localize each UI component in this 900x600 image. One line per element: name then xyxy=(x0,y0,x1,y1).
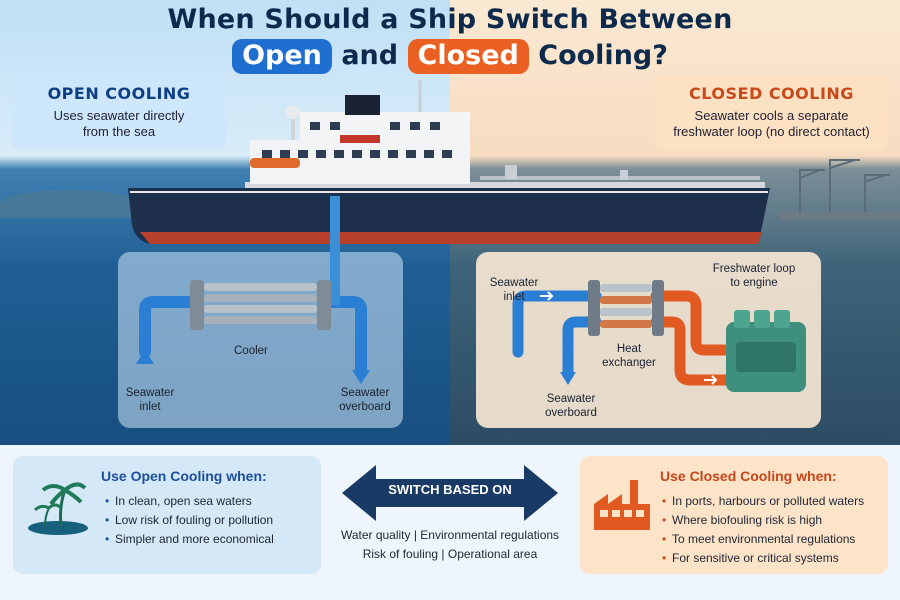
switch-criteria-row-1: Water quality | Environmental regulation… xyxy=(340,528,560,542)
list-item: Simpler and more economical xyxy=(105,530,274,549)
engine-icon xyxy=(726,310,806,392)
harbour-cranes-icon xyxy=(780,159,900,220)
closed-card-heading: Use Closed Cooling when: xyxy=(660,468,837,484)
open-cooling-card: Use Open Cooling when: In clean, open se… xyxy=(13,456,321,574)
list-item: In ports, harbours or polluted waters xyxy=(662,492,864,511)
cooler-label: Cooler xyxy=(234,345,268,357)
factory-icon xyxy=(594,480,650,530)
double-arrow-icon xyxy=(342,465,558,521)
distant-land xyxy=(0,190,140,218)
page-title: When Should a Ship Switch Between Open a… xyxy=(0,4,900,74)
open-card-heading: Use Open Cooling when: xyxy=(101,468,267,484)
switch-label: SWITCH BASED ON xyxy=(388,482,512,497)
closed-card-list: In ports, harbours or polluted waters Wh… xyxy=(662,492,864,568)
list-item: Low risk of fouling or pollution xyxy=(105,511,274,530)
list-item: To meet environmental regulations xyxy=(662,530,864,549)
open-outlet-pipe xyxy=(317,296,367,376)
open-cooling-desc-1: Uses seawater directly xyxy=(53,108,185,123)
bottom-section: Use Open Cooling when: In clean, open se… xyxy=(0,445,900,600)
list-item: Where biofouling risk is high xyxy=(662,511,864,530)
ship-illustration xyxy=(128,80,770,260)
palm-island-icon xyxy=(28,482,88,535)
closed-cooling-card: Use Closed Cooling when: In ports, harbo… xyxy=(580,456,888,574)
open-cooling-info: OPEN COOLING Uses seawater directly from… xyxy=(12,76,226,150)
list-item: For sensitive or critical systems xyxy=(662,549,864,568)
title-and: and xyxy=(341,40,399,71)
open-inlet-pipe xyxy=(139,296,204,358)
title-open-pill: Open xyxy=(232,39,332,74)
closed-cooling-desc-1: Seawater cools a separate xyxy=(694,108,849,123)
closed-freshwater-pipes xyxy=(650,290,747,386)
title-line-2: Open and Closed Cooling? xyxy=(0,39,900,74)
cooler-icon xyxy=(190,280,331,330)
open-card-list: In clean, open sea waters Low risk of fo… xyxy=(105,492,274,549)
switch-criteria-row-2: Risk of fouling | Operational area xyxy=(362,547,538,561)
title-cooling: Cooling? xyxy=(538,40,668,71)
open-cooling-heading: OPEN COOLING xyxy=(47,84,191,103)
title-line-1: When Should a Ship Switch Between xyxy=(167,4,733,35)
closed-cooling-heading: CLOSED COOLING xyxy=(689,84,854,103)
open-cooling-desc-2: from the sea xyxy=(82,124,156,139)
closed-seawater-pipes xyxy=(512,290,602,378)
title-closed-pill: Closed xyxy=(407,39,529,74)
list-item: In clean, open sea waters xyxy=(105,492,274,511)
closed-cooling-desc-2: freshwater loop (no direct contact) xyxy=(673,124,870,139)
closed-cooling-info: CLOSED COOLING Seawater cools a separate… xyxy=(655,76,888,150)
heat-exchanger-icon xyxy=(588,280,664,336)
